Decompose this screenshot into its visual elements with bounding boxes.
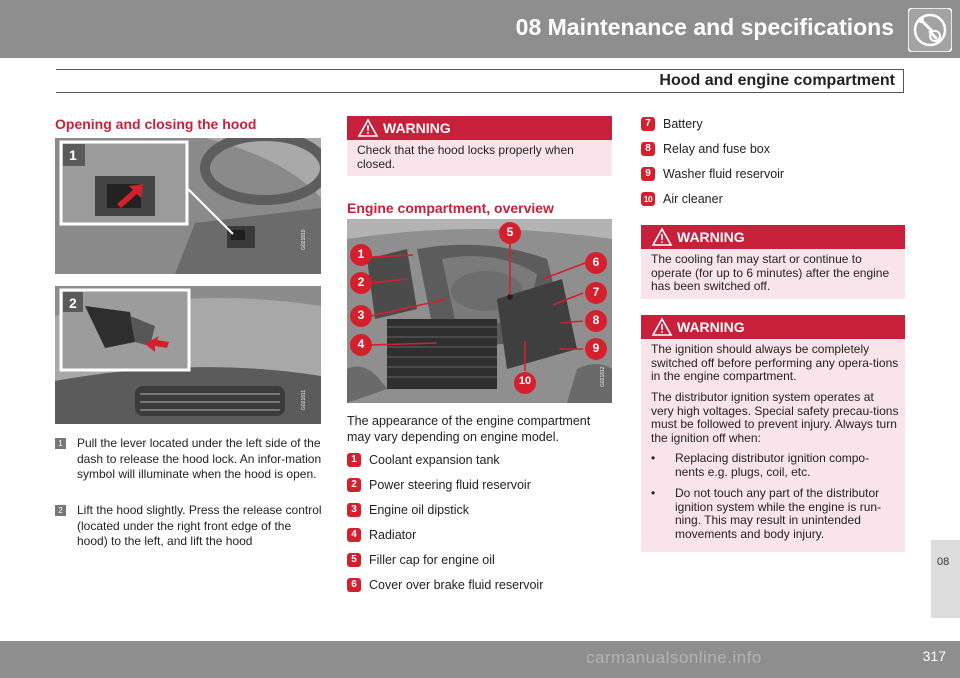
- warning-box-fan: WARNING The cooling fan may start or con…: [641, 225, 905, 299]
- page-number: 317: [922, 648, 946, 664]
- item-text: Washer fluid reservoir: [663, 167, 785, 181]
- bullet-dot: •: [651, 451, 656, 465]
- engine-callout-10: 10: [518, 375, 532, 387]
- warning-paragraph-1: The ignition should always be completely…: [651, 342, 899, 383]
- engine-intro: The appearance of the engine compartment…: [347, 414, 591, 444]
- engine-callout-9: 9: [592, 341, 600, 355]
- bullet-dot: •: [651, 486, 656, 500]
- step-2: 2 Lift the hood slightly. Press the rele…: [55, 503, 325, 551]
- item-text: Filler cap for engine oil: [369, 553, 495, 567]
- warning-text: Check that the hood locks properly when …: [357, 143, 574, 171]
- warning-box-ignition: WARNING The ignition should always be co…: [641, 315, 905, 552]
- engine-callout-4: 4: [357, 337, 365, 351]
- watermark: carmanualsonline.info: [586, 648, 762, 667]
- hood-heading: Opening and closing the hood: [55, 116, 257, 132]
- warning-header: WARNING: [641, 225, 905, 249]
- step-2-badge: 2: [55, 505, 66, 516]
- item-text: Cover over brake fluid reservoir: [369, 578, 544, 592]
- warning-box-hood: WARNING Check that the hood locks proper…: [347, 116, 612, 176]
- item-badge: 4: [347, 528, 361, 542]
- warning-triangle-icon: [651, 227, 673, 246]
- item-badge: 5: [347, 553, 361, 567]
- step-1-text: Pull the lever located under the left si…: [77, 436, 322, 481]
- engine-photo-code: G021812: [600, 366, 606, 387]
- item-badge: 10: [641, 192, 655, 206]
- chapter-side-tab: [931, 540, 960, 618]
- bullet-text: Do not touch any part of the distributor…: [675, 486, 882, 541]
- warning-title: WARNING: [677, 319, 745, 335]
- chapter-side-tab-number: 08: [937, 556, 950, 568]
- warning-text: The cooling fan may start or continue to…: [651, 252, 890, 293]
- step-2-text: Lift the hood slightly. Press the releas…: [77, 503, 322, 548]
- warning-title: WARNING: [677, 229, 745, 245]
- item-text: Battery: [663, 117, 703, 131]
- section-title-box: Hood and engine compartment: [56, 69, 904, 93]
- item-text: Radiator: [369, 528, 417, 542]
- engine-callout-3: 3: [357, 308, 365, 322]
- item-badge: 8: [641, 142, 655, 156]
- item-text: Air cleaner: [663, 192, 723, 206]
- warning-triangle-icon: [357, 118, 379, 137]
- engine-callout-2: 2: [357, 275, 365, 289]
- item-badge: 6: [347, 578, 361, 592]
- photo1-code: G021810: [301, 229, 307, 250]
- lever-photo: 1 G021810: [55, 138, 321, 274]
- photo2-label: 2: [69, 295, 77, 311]
- engine-callout-7: 7: [592, 285, 600, 299]
- hood-photo: 2 G021811: [55, 286, 321, 424]
- section-title: Hood and engine compartment: [659, 72, 895, 89]
- warning-title: WARNING: [383, 120, 451, 136]
- item-text: Engine oil dipstick: [369, 503, 470, 517]
- warning-header: WARNING: [347, 116, 612, 140]
- item-badge: 7: [641, 117, 655, 131]
- engine-callout-6: 6: [592, 255, 600, 269]
- warning-triangle-icon: [651, 317, 673, 336]
- item-text: Relay and fuse box: [663, 142, 771, 156]
- engine-photo: 1 2 3 4 5 6 7 8 9 10 G021812: [347, 219, 612, 403]
- chapter-header-bar: [0, 0, 960, 58]
- wrench-gear-icon: [908, 8, 952, 52]
- step-1-badge: 1: [55, 438, 66, 449]
- photo1-label: 1: [69, 147, 77, 163]
- engine-callout-1: 1: [357, 247, 365, 261]
- warning-header: WARNING: [641, 315, 905, 339]
- chapter-title: 08 Maintenance and specifications: [515, 14, 894, 40]
- item-badge: 3: [347, 503, 361, 517]
- item-badge: 1: [347, 453, 361, 467]
- engine-callout-8: 8: [592, 313, 600, 327]
- item-text: Coolant expansion tank: [369, 453, 500, 467]
- engine-callout-5: 5: [506, 225, 514, 239]
- engine-heading: Engine compartment, overview: [347, 200, 554, 216]
- item-badge: 2: [347, 478, 361, 492]
- item-text: Power steering fluid reservoir: [369, 478, 531, 492]
- step-1: 1 Pull the lever located under the left …: [55, 436, 325, 496]
- photo2-code: G021811: [301, 389, 307, 410]
- item-badge: 9: [641, 167, 655, 181]
- footer-bar: [0, 641, 960, 678]
- warning-paragraph-2: The distributor ignition system operates…: [651, 390, 899, 445]
- bullet-text: Replacing distributor ignition compo-nen…: [675, 451, 870, 479]
